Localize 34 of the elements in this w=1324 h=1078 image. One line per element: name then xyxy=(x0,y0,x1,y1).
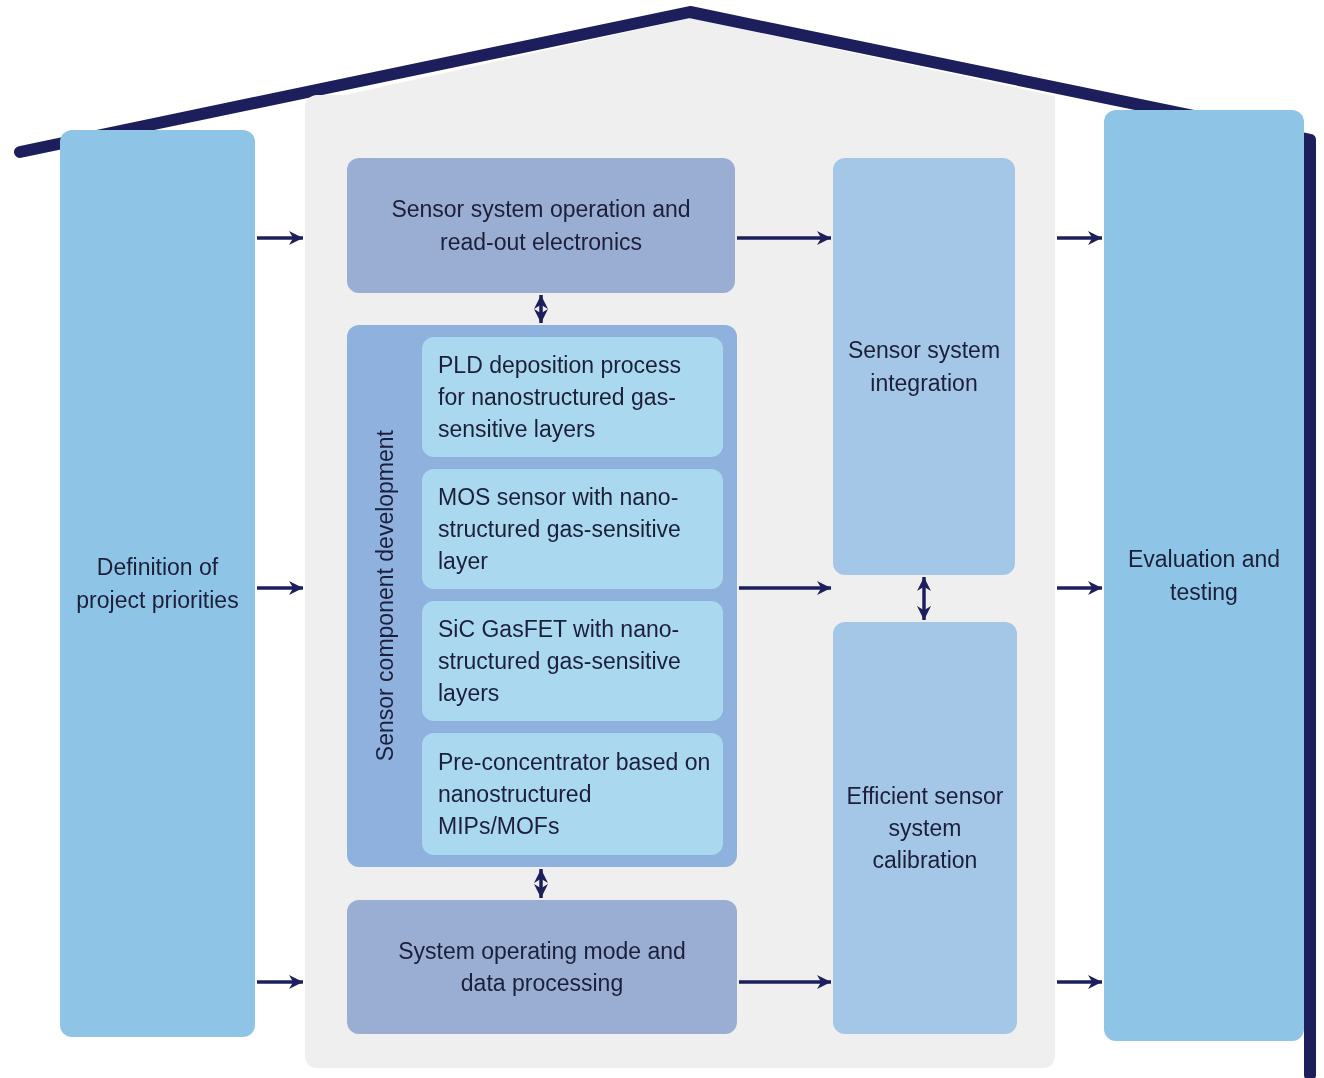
column-box xyxy=(1104,110,1304,1041)
arrow xyxy=(257,975,303,989)
process-box xyxy=(833,622,1017,1034)
node-label: SiC GasFET with nano-structured gas-sensitive layers xyxy=(438,614,682,709)
node-label: Definition of project priorities xyxy=(75,553,240,615)
process-box xyxy=(833,158,1015,575)
process-box xyxy=(347,900,737,1034)
node-label: Pre-concentrator based on nanostructured MIPs/MOFs xyxy=(438,747,711,842)
arrow xyxy=(739,581,831,595)
arrow xyxy=(257,581,303,595)
arrow xyxy=(1057,975,1102,989)
process-box xyxy=(422,337,723,457)
process-box xyxy=(422,601,723,721)
process-box xyxy=(347,158,735,293)
arrow xyxy=(1057,581,1102,595)
double-arrow xyxy=(534,869,548,898)
double-arrow xyxy=(917,577,931,620)
arrow xyxy=(257,231,303,245)
process-box xyxy=(422,733,723,855)
group-heading: Sensor component development xyxy=(371,430,399,762)
process-box xyxy=(422,469,723,589)
column-box xyxy=(60,130,255,1037)
arrow xyxy=(1057,231,1102,245)
node-label: Sensor system operation and read-out electronics xyxy=(390,195,692,257)
node-label: PLD deposition process for nanostructured gas-sensitive layers xyxy=(438,350,682,445)
node-label: MOS sensor with nano-structured gas-sensitive layer xyxy=(438,482,682,577)
arrow xyxy=(737,231,831,245)
node-label: Evaluation and testing xyxy=(1126,545,1282,607)
node-label: Sensor system integration xyxy=(846,336,1002,398)
node-label: System operating mode and data processing xyxy=(397,936,687,998)
arrow xyxy=(739,975,831,989)
group-box xyxy=(347,325,737,867)
node-label: Efficient sensor system calibration xyxy=(845,781,1005,876)
double-arrow xyxy=(534,295,548,323)
